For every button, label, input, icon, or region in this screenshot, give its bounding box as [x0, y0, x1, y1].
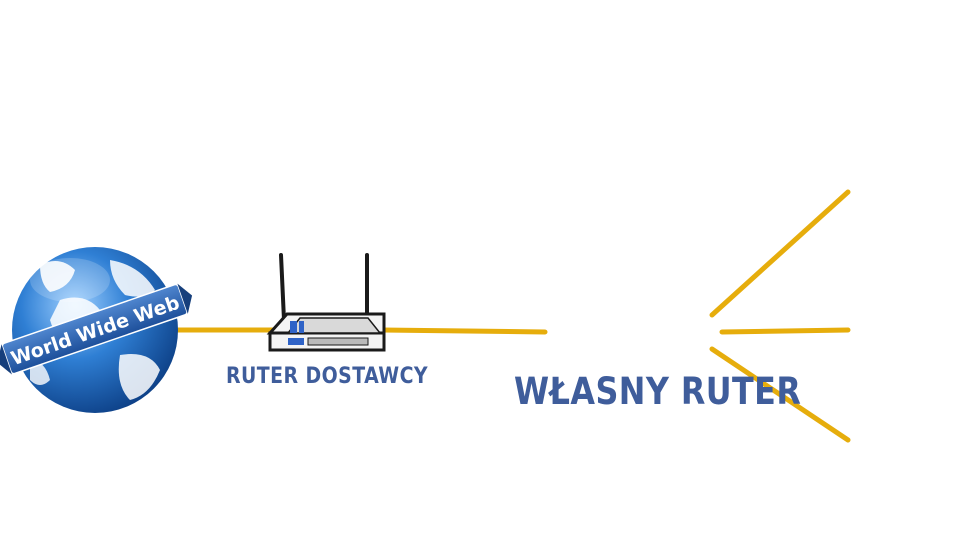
isp-router-label: RUTER DOSTAWCY: [226, 364, 429, 389]
cable-own-router-to-pc-3: [709, 346, 851, 443]
router-icon: [266, 253, 386, 352]
cable-isp-router-to-own-router: [379, 327, 548, 335]
cable-own-router-to-pc-2: [719, 327, 851, 335]
cable-own-router-to-pc-1: [709, 189, 851, 318]
own-router-label: WŁASNY RUTER: [514, 370, 802, 413]
cables: [167, 189, 851, 443]
